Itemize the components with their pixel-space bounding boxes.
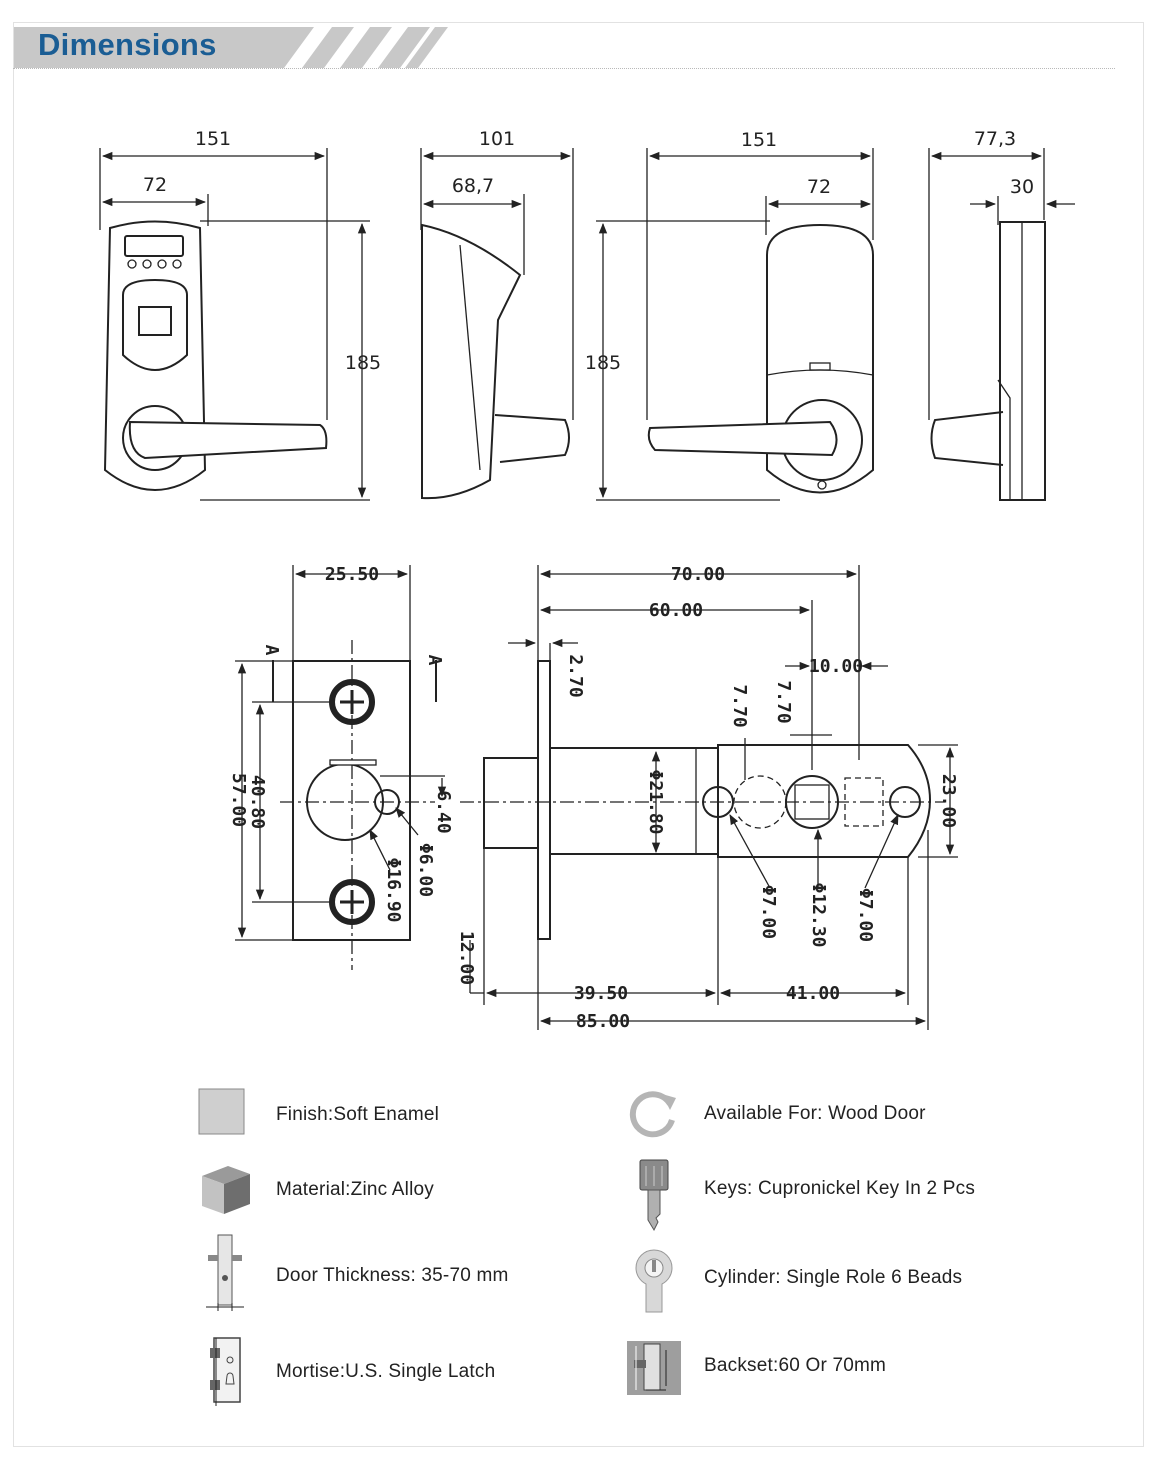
backset-label: 60.00 <box>649 600 703 621</box>
refresh-icon <box>629 1091 676 1138</box>
front-width-label: 151 <box>195 128 231 150</box>
back-offset-label: 72 <box>807 176 831 198</box>
length-a-label: 39.50 <box>574 983 628 1004</box>
page-frame <box>13 22 1144 1447</box>
front-view <box>99 148 370 501</box>
length-b-label: 41.00 <box>786 983 840 1004</box>
small-dia-label: Φ6.00 <box>415 843 436 897</box>
header-divider <box>13 68 1115 69</box>
header-bar <box>14 27 448 68</box>
spec-cylinder: Cylinder: Single Role 6 Beads <box>704 1267 963 1288</box>
offset-label: 6.40 <box>433 790 454 833</box>
hole-pitch-label: 40.80 <box>247 775 268 829</box>
spec-finish: Finish:Soft Enamel <box>276 1104 440 1125</box>
zinc-cube-icon <box>202 1166 250 1214</box>
spec-available-for: Available For: Wood Door <box>704 1103 926 1124</box>
backset-icon <box>627 1341 681 1395</box>
tail-label: 10.00 <box>809 656 863 677</box>
bolt-drawing <box>460 565 958 1030</box>
side-offset-label: 68,7 <box>452 175 494 197</box>
spacing-b-label: 7.70 <box>773 680 794 723</box>
back-width-label: 151 <box>741 129 777 151</box>
back-view <box>596 148 874 501</box>
profile-width-label: 77,3 <box>974 128 1016 150</box>
door-thickness-icon <box>206 1234 244 1311</box>
key-icon <box>639 1159 669 1232</box>
overall-length-label: 85.00 <box>576 1011 630 1032</box>
section-mark-left: A <box>261 645 282 656</box>
faceplate-height-label: 57.00 <box>228 773 249 827</box>
page-title: Dimensions <box>38 27 217 62</box>
spec-mortise: Mortise:U.S. Single Latch <box>276 1361 496 1382</box>
setback-label: 12.00 <box>456 931 477 985</box>
hole-b-label: Φ7.00 <box>855 888 876 942</box>
bolt-total-label: 70.00 <box>671 564 725 585</box>
large-dia-label: Φ16.90 <box>383 857 404 922</box>
front-height-label: 185 <box>345 352 381 374</box>
faceplate-drawing <box>235 565 447 970</box>
spec-keys: Keys: Cupronickel Key In 2 Pcs <box>704 1178 976 1199</box>
profile-offset-label: 30 <box>1010 176 1034 198</box>
spec-backset: Backset:60 Or 70mm <box>704 1355 887 1376</box>
cylinder-icon <box>635 1249 673 1313</box>
side-view <box>420 148 574 500</box>
hole-a-label: Φ7.00 <box>758 885 779 939</box>
spec-material: Material:Zinc Alloy <box>276 1179 434 1200</box>
bolt-dia-label: Φ21.80 <box>645 769 666 834</box>
section-mark-right: A <box>424 655 445 666</box>
front-offset-label: 72 <box>143 174 167 196</box>
finish-swatch-icon <box>198 1088 245 1135</box>
hole-mid-label: Φ12.30 <box>808 882 829 947</box>
profile-view <box>928 148 1075 501</box>
side-width-label: 101 <box>479 128 515 150</box>
back-height-label: 185 <box>585 352 621 374</box>
faceplate-width-label: 25.50 <box>325 564 379 585</box>
mortise-latch-icon <box>210 1337 241 1406</box>
end-height-label: 23.00 <box>938 774 959 828</box>
spacing-a-label: 7.70 <box>729 684 750 727</box>
flange-label: 2.70 <box>565 654 586 697</box>
spec-door-thickness: Door Thickness: 35-70 mm <box>276 1265 509 1286</box>
